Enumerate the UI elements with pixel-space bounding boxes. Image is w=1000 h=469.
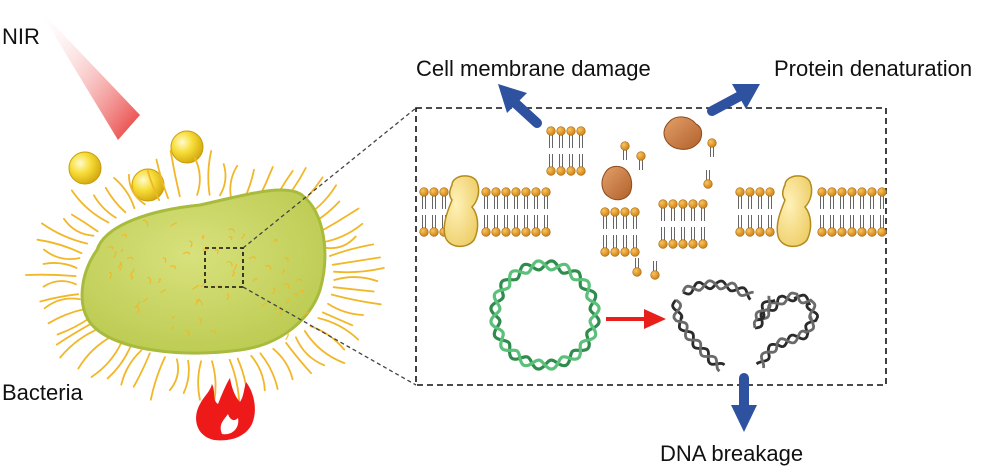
arrow-protein-denaturation [707, 84, 760, 116]
membrane-protein-icon [443, 175, 480, 248]
lipid-bilayer-icon [419, 126, 887, 280]
dna-breakage-label: DNA breakage [660, 441, 804, 466]
zoomed-panel-border [415, 107, 887, 386]
protein-denaturation-label: Protein denaturation [774, 56, 973, 81]
red-arrow [606, 309, 666, 329]
bacteria-inner-pili [107, 219, 310, 340]
cell-membrane-damage-label: Cell membrane damage [416, 56, 651, 81]
gold-nanoparticle-icon [68, 151, 102, 185]
nir-label: NIR [2, 24, 40, 49]
broken-dna-icon [671, 279, 819, 373]
bacteria-cell-icon [80, 188, 327, 355]
zoom-connector-bottom [242, 286, 417, 386]
protein-fragment-icon [663, 116, 703, 150]
gold-nanoparticles [68, 130, 204, 202]
arrow-membrane-damage [498, 84, 542, 128]
zoom-region-box [204, 247, 244, 288]
flame-icon [196, 378, 255, 441]
circular-dna-icon [489, 259, 601, 371]
nir-beam-icon [38, 8, 140, 140]
zoom-connector-top [242, 107, 417, 249]
gold-nanoparticle-icon [170, 130, 204, 164]
arrow-dna-breakage [731, 373, 757, 432]
membrane-proteins [443, 175, 813, 248]
bacteria-label: Bacteria [2, 380, 83, 405]
protein-fragments [601, 116, 703, 201]
membrane-protein-icon [776, 175, 813, 248]
bacteria-pili [25, 149, 385, 410]
protein-fragment-icon [601, 165, 633, 201]
